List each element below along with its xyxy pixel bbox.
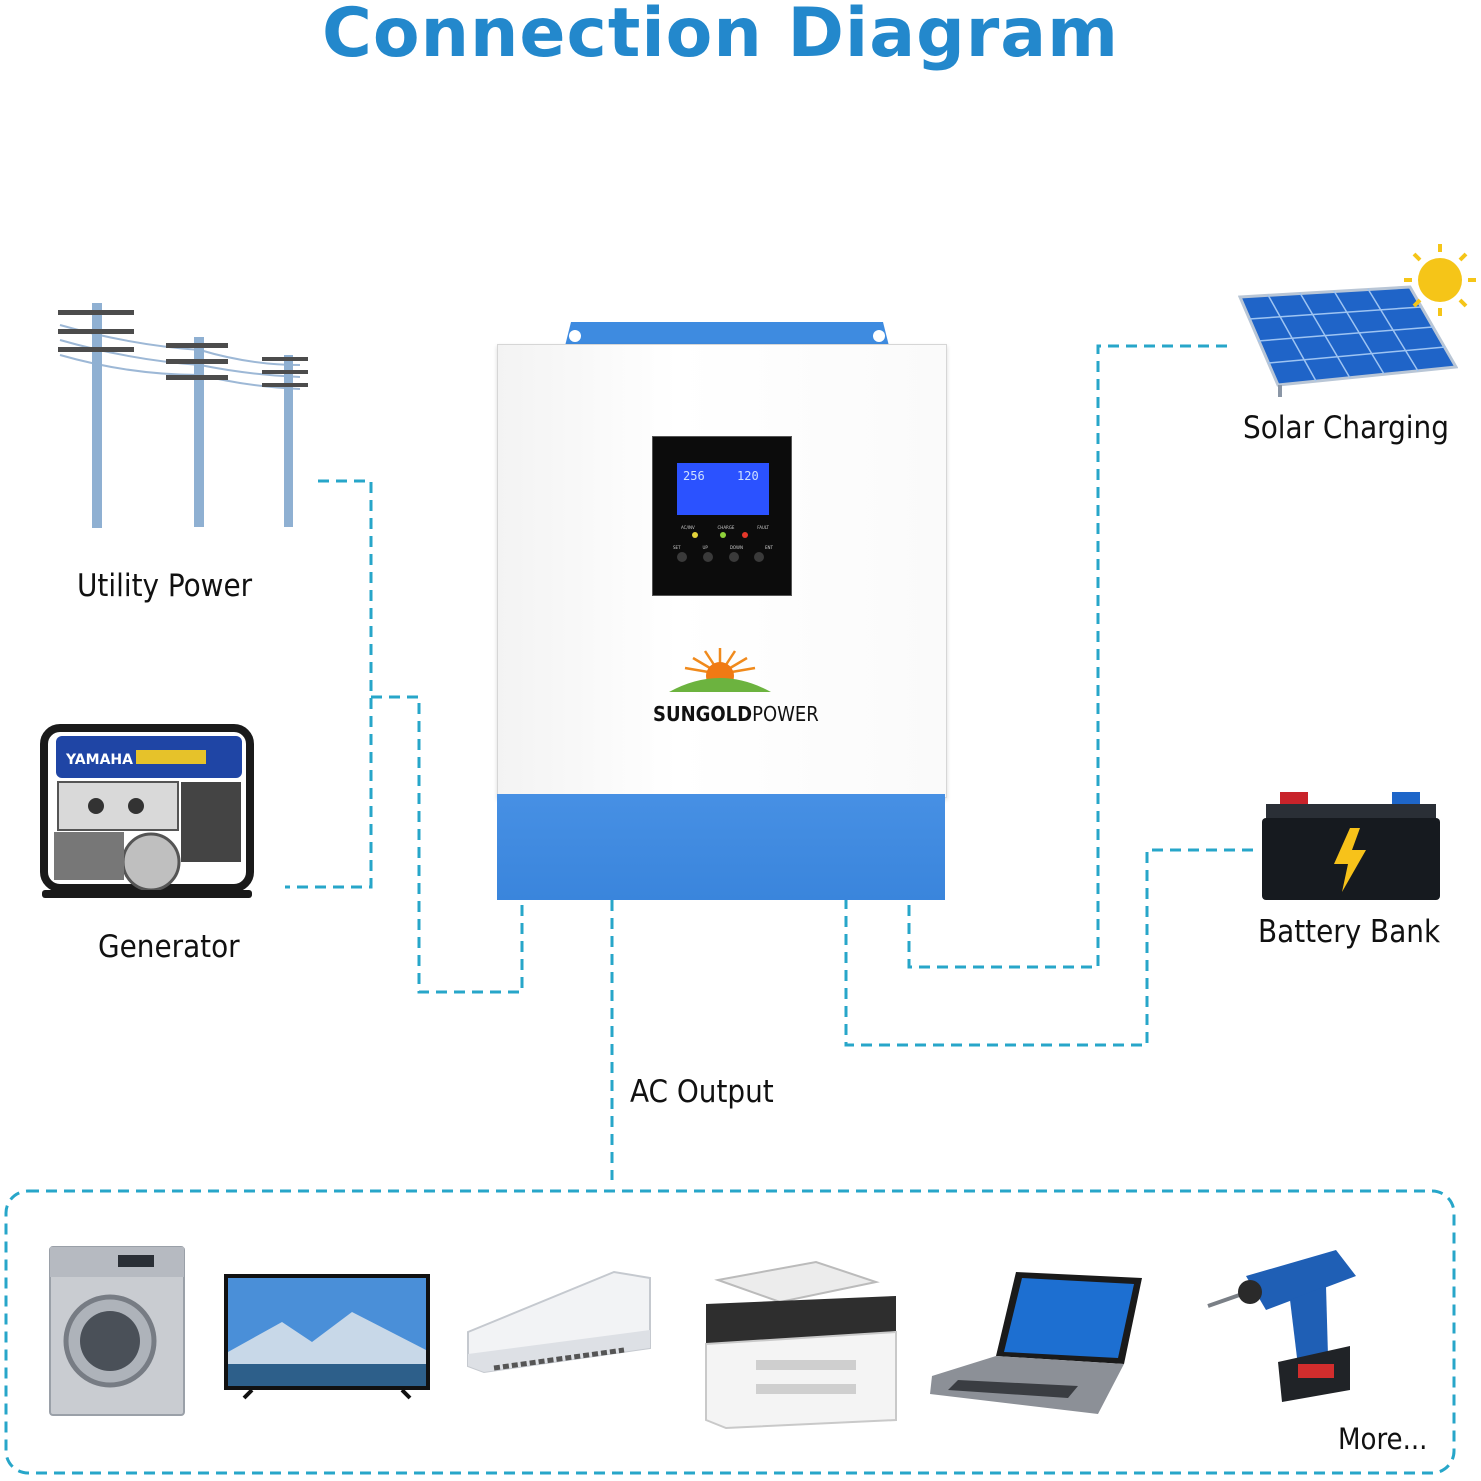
diagram-title: Connection Diagram bbox=[321, 0, 1120, 73]
inverter-base bbox=[497, 794, 945, 900]
button-label-ent: ENT bbox=[765, 545, 773, 550]
label-battery-bank: Battery Bank bbox=[1258, 914, 1441, 950]
sun-icon bbox=[1404, 244, 1476, 316]
brand-name-bold: SUNGOLD bbox=[653, 702, 753, 726]
led-label-fault: FAULT bbox=[757, 525, 769, 530]
svg-text:YAMAHA: YAMAHA bbox=[65, 752, 133, 768]
solar-panel-icon bbox=[1238, 285, 1458, 397]
led-labels: AC/INV CHARGE FAULT bbox=[681, 525, 769, 530]
printer-icon bbox=[705, 1260, 897, 1430]
label-more: More... bbox=[1338, 1422, 1428, 1456]
battery-icon bbox=[1262, 792, 1440, 900]
led-label-ac-inv: AC/INV bbox=[681, 525, 695, 530]
lcd-value-left: 256 bbox=[683, 469, 705, 483]
power-poles-icon bbox=[58, 303, 308, 528]
drill-icon bbox=[1207, 1250, 1356, 1402]
mounting-bracket bbox=[565, 322, 889, 346]
utility-connector bbox=[285, 479, 373, 889]
indicator-leds bbox=[692, 532, 748, 538]
button-label-up: UP bbox=[702, 545, 708, 550]
control-panel: 256 120 AC/INV CHARGE FAULT SET UP DOWN … bbox=[652, 436, 792, 596]
laptop-icon bbox=[930, 1272, 1142, 1414]
air-conditioner-icon bbox=[467, 1270, 651, 1374]
solar-connector bbox=[907, 344, 1228, 969]
panel-buttons bbox=[677, 552, 764, 562]
brand-name: SUNGOLDPOWER bbox=[653, 702, 819, 726]
led-label-charge: CHARGE bbox=[717, 525, 735, 530]
washing-machine-icon bbox=[49, 1246, 185, 1416]
battery-connector bbox=[844, 848, 1257, 1047]
brand-name-light: POWER bbox=[752, 702, 819, 726]
utility-generator-join bbox=[371, 695, 524, 994]
lcd-screen: 256 120 bbox=[677, 463, 769, 515]
label-ac-output: AC Output bbox=[630, 1074, 774, 1110]
appliance-box bbox=[4, 1189, 1456, 1475]
label-solar-charging: Solar Charging bbox=[1243, 410, 1449, 446]
tv-icon bbox=[224, 1274, 430, 1400]
lcd-value-right: 120 bbox=[737, 469, 759, 483]
button-labels: SET UP DOWN ENT bbox=[673, 545, 773, 550]
label-generator: Generator bbox=[98, 929, 240, 965]
button-label-set: SET bbox=[673, 545, 681, 550]
generator-icon: YAMAHA bbox=[40, 724, 254, 898]
button-label-down: DOWN bbox=[729, 545, 744, 550]
inverter: 256 120 AC/INV CHARGE FAULT SET UP DOWN … bbox=[497, 318, 947, 900]
label-utility-power: Utility Power bbox=[77, 568, 253, 604]
sungold-logo-icon bbox=[669, 648, 771, 692]
